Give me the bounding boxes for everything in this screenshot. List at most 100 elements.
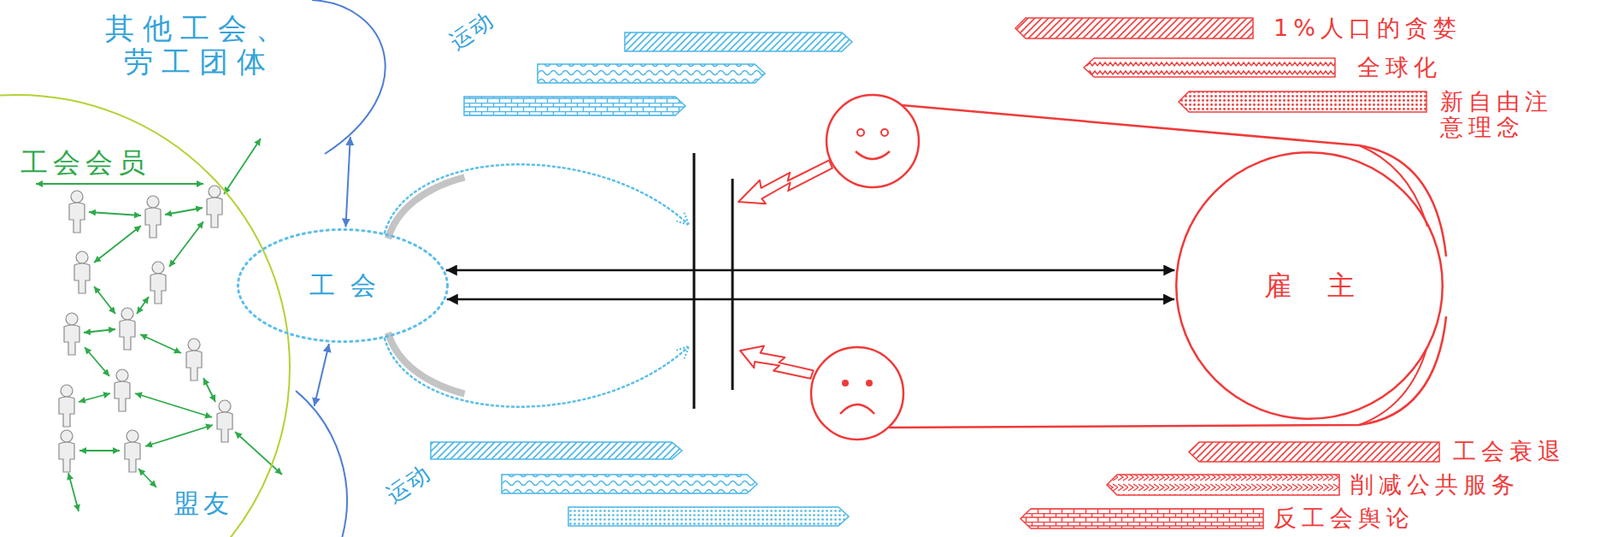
member-figure <box>206 185 223 228</box>
wall-line <box>731 178 735 390</box>
member-link <box>136 296 149 314</box>
connector-arrow <box>446 269 1176 272</box>
pressure-label: 新自由注 意理念 <box>1440 88 1569 140</box>
pressure-bar <box>1015 17 1253 39</box>
pressure-bar <box>1083 58 1336 77</box>
member-link <box>79 449 120 452</box>
face-eye <box>841 379 849 387</box>
pressure-bar <box>1106 474 1340 495</box>
sad-face <box>811 347 904 440</box>
node-text: 其他工会、 劳工团体 <box>96 11 302 79</box>
face-eye <box>857 129 865 136</box>
movement-bar <box>501 474 758 494</box>
employer-tail <box>1358 346 1428 425</box>
member-figure <box>124 429 141 472</box>
pressure-bar <box>1020 508 1264 529</box>
face-eye <box>881 129 889 136</box>
pressure-label: 1%人口的贪婪 <box>1273 15 1462 42</box>
push-arrow <box>384 164 689 233</box>
union-ellipse-outline-shape <box>238 229 448 342</box>
member-link <box>94 225 142 263</box>
member-link <box>35 182 204 185</box>
connector-arrow <box>447 298 1175 301</box>
movement-label-box: 运动 <box>445 6 499 55</box>
member-link <box>94 286 116 314</box>
pressure-label: 削减公共服务 <box>1350 471 1520 498</box>
pressure-label-box: 反工会舆论 <box>1273 505 1415 531</box>
member-circle: 工会会员 <box>0 94 291 537</box>
movement-bar <box>624 32 853 52</box>
movement-bar <box>430 441 683 459</box>
member-link <box>164 207 203 215</box>
member-figure <box>145 195 161 238</box>
pressure-bar <box>1178 91 1427 112</box>
member-figure <box>69 190 85 233</box>
union-group-region: 其他工会、 劳工团体 <box>85 0 394 159</box>
member-link <box>203 377 216 402</box>
movement-bar <box>568 506 849 526</box>
employer-circle: 雇 主 <box>1175 151 1444 420</box>
employer-tail <box>901 105 1447 257</box>
movement-bar <box>537 64 765 83</box>
member-figure <box>74 251 90 294</box>
member-link <box>140 334 182 353</box>
member-link <box>68 472 79 512</box>
node-text: 工会会员 <box>20 147 151 179</box>
face-mouth <box>855 151 890 159</box>
connector-arrow <box>314 343 330 406</box>
happy-face <box>826 94 919 188</box>
member-figure <box>58 429 75 472</box>
movement-label: 运动 <box>382 459 436 508</box>
node-text: 雇 主 <box>1250 270 1369 302</box>
movement-label: 运动 <box>445 6 499 55</box>
lightning-arrow <box>738 159 833 204</box>
member-link <box>88 211 142 216</box>
pressure-label: 反工会舆论 <box>1273 505 1415 531</box>
member-figure <box>58 384 75 427</box>
pressure-label: 工会衰退 <box>1452 438 1566 465</box>
union-group-region-outline-path <box>311 0 386 154</box>
member-figure <box>114 369 130 412</box>
member-link <box>235 431 283 475</box>
ally-region-outline-path <box>295 390 348 537</box>
movement-bar <box>464 96 686 116</box>
lightning-arrow <box>740 346 814 379</box>
employer-tail <box>888 316 1447 428</box>
connector-arrow <box>345 136 350 228</box>
face-mouth <box>840 404 875 414</box>
pressure-label-box: 全球化 <box>1357 54 1442 81</box>
pressure-label-box: 1%人口的贪婪 <box>1273 15 1462 42</box>
node-text: 工会 <box>294 270 392 301</box>
member-figure <box>150 261 166 304</box>
pressure-label-box: 削减公共服务 <box>1350 471 1520 498</box>
node-text: 盟友 <box>173 488 234 519</box>
member-link <box>138 468 157 488</box>
employer-tail <box>1358 145 1428 227</box>
member-link <box>145 424 213 447</box>
member-link <box>83 329 116 333</box>
wall-line <box>693 152 696 409</box>
member-link <box>169 221 204 267</box>
member-link <box>223 138 261 195</box>
face-eye <box>865 379 873 387</box>
union-ellipse: 工会 <box>236 228 449 343</box>
member-link <box>78 393 111 402</box>
member-figure <box>186 338 202 381</box>
movement-label-box: 运动 <box>382 459 436 508</box>
member-link <box>84 347 110 377</box>
member-circle-outline-shape <box>0 94 290 537</box>
member-figure <box>119 307 136 350</box>
pressure-label: 全球化 <box>1357 54 1442 81</box>
member-link <box>135 393 212 418</box>
pressure-bar <box>1188 441 1440 462</box>
member-figure <box>217 400 233 442</box>
member-figure <box>64 312 80 355</box>
pressure-label-box: 工会衰退 <box>1452 438 1566 465</box>
employer-circle-outline-shape <box>1176 152 1443 419</box>
ally-region: 盟友 <box>162 376 359 537</box>
push-arrow <box>384 338 689 407</box>
pressure-label-box: 新自由注 意理念 <box>1440 88 1569 140</box>
